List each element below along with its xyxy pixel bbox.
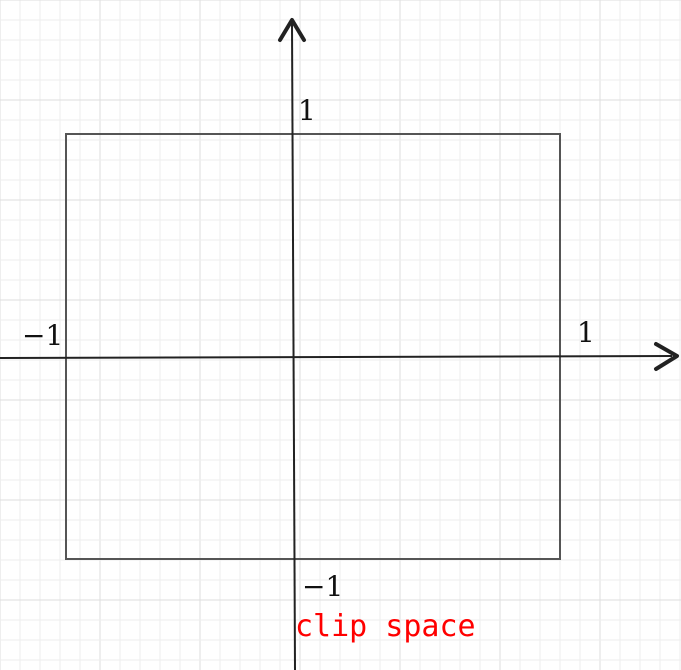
- clip-space-square: [65, 133, 561, 560]
- y-axis-negative-label: −1: [302, 570, 343, 603]
- y-axis-line: [291, 23, 296, 670]
- clip-space-caption: clip space: [295, 609, 476, 644]
- x-axis-line: [0, 355, 673, 359]
- y-axis-arrowhead-icon: [278, 18, 306, 42]
- y-axis-positive-label: 1: [298, 94, 316, 127]
- x-axis-positive-label: 1: [577, 316, 595, 349]
- x-axis-arrowhead-icon: [654, 342, 679, 371]
- x-axis-negative-label: −1: [22, 319, 63, 352]
